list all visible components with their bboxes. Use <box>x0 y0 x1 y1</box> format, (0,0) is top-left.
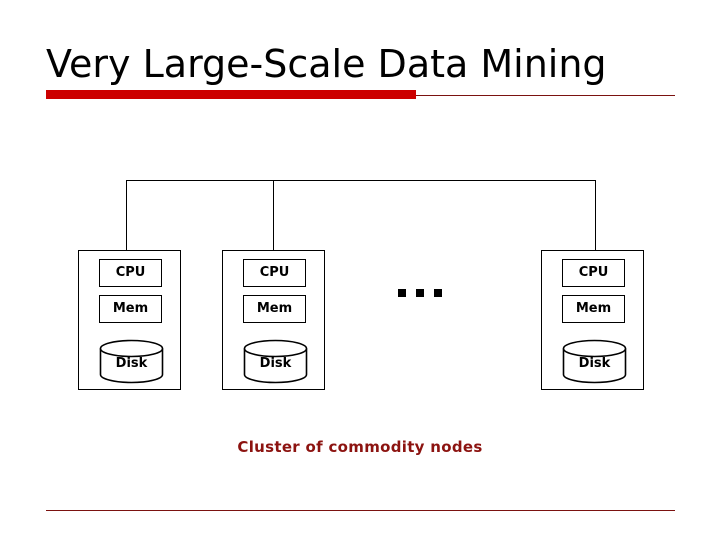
ellipsis-indicator <box>398 283 442 303</box>
ellipsis-dot <box>434 289 442 297</box>
node-1-disk-label: Disk <box>115 356 148 371</box>
ellipsis-dot <box>398 289 406 297</box>
cylinder-icon <box>99 339 164 384</box>
cluster-node-2: CPU Mem Disk <box>222 250 325 390</box>
node-1-mem-box: Mem <box>99 295 162 323</box>
title-underline-thick <box>46 90 416 99</box>
ellipsis-dot <box>416 289 424 297</box>
node-3-mem-box: Mem <box>562 295 625 323</box>
node-2-cpu-box: CPU <box>243 259 306 287</box>
page-title: Very Large-Scale Data Mining <box>46 42 607 86</box>
cluster-node-1: CPU Mem Disk <box>78 250 181 390</box>
bus-connector-node-3 <box>595 180 596 251</box>
cylinder-icon <box>243 339 308 384</box>
node-1-disk-cylinder: Disk <box>99 339 164 384</box>
node-2-disk-cylinder: Disk <box>243 339 308 384</box>
bus-connector-node-1 <box>126 180 127 251</box>
bus-connector-node-2 <box>273 180 274 251</box>
diagram-caption: Cluster of commodity nodes <box>237 438 483 456</box>
node-1-cpu-box: CPU <box>99 259 162 287</box>
cluster-bus-line <box>126 180 596 181</box>
cylinder-icon <box>562 339 627 384</box>
footer-divider <box>46 510 675 511</box>
node-2-mem-box: Mem <box>243 295 306 323</box>
cluster-node-3: CPU Mem Disk <box>541 250 644 390</box>
node-2-disk-label: Disk <box>259 356 292 371</box>
node-3-disk-label: Disk <box>578 356 611 371</box>
node-3-cpu-box: CPU <box>562 259 625 287</box>
node-3-disk-cylinder: Disk <box>562 339 627 384</box>
